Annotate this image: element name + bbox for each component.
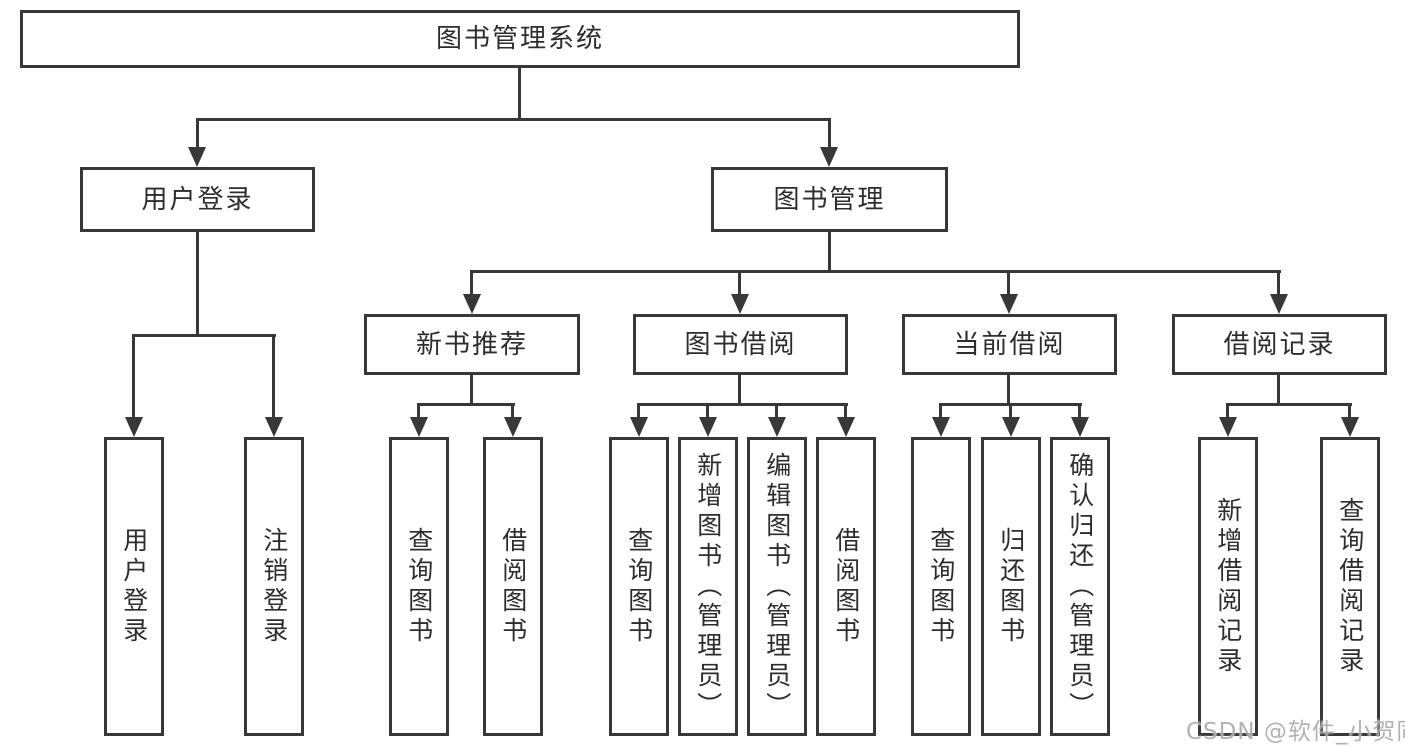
leaf-label: 归还图书 bbox=[996, 526, 1026, 647]
connector-userlogin-span bbox=[132, 334, 276, 337]
connector-stem bbox=[132, 334, 135, 421]
connector-stem bbox=[196, 118, 199, 151]
connector-stem bbox=[1007, 270, 1010, 298]
node-current-borrow: 当前借阅 bbox=[902, 314, 1117, 375]
arrowhead-icon bbox=[1270, 294, 1288, 314]
leaf-label: 查询借阅记录 bbox=[1335, 496, 1365, 677]
leaf-records-add-borrow-record: 新增借阅记录 bbox=[1198, 437, 1258, 736]
leaf-borrow-edit-books-admin: 编辑图书（管理员） bbox=[747, 437, 807, 736]
leaf-borrow-add-books-admin: 新增图书（管理员） bbox=[678, 437, 738, 736]
connector-stem bbox=[470, 270, 473, 298]
node-label: 用户登录 bbox=[141, 184, 254, 215]
arrowhead-icon bbox=[768, 417, 786, 437]
node-label: 图书管理 bbox=[773, 184, 886, 215]
leaf-label: 确认归还（管理员） bbox=[1065, 451, 1095, 722]
leaf-label: 注销登录 bbox=[259, 526, 289, 647]
node-label: 新书推荐 bbox=[415, 329, 528, 360]
leaf-label: 查询图书 bbox=[624, 526, 654, 647]
connector-stem bbox=[637, 403, 640, 421]
node-label: 图书借阅 bbox=[684, 329, 797, 360]
leaf-label: 查询图书 bbox=[404, 526, 434, 647]
leaf-label: 编辑图书（管理员） bbox=[762, 451, 792, 722]
node-user-login: 用户登录 bbox=[80, 167, 315, 232]
connector-bookborrow-drop bbox=[738, 375, 741, 406]
node-book-management: 图书管理 bbox=[711, 167, 948, 232]
leaf-borrow-query-books: 查询图书 bbox=[609, 437, 669, 736]
leaf-current-query-books: 查询图书 bbox=[911, 437, 971, 736]
arrowhead-icon bbox=[820, 147, 838, 167]
leaf-borrow-borrow-books: 借阅图书 bbox=[816, 437, 876, 736]
connector-root-span bbox=[196, 118, 831, 121]
leaf-label: 新增借阅记录 bbox=[1213, 496, 1243, 677]
leaf-user-login: 用户登录 bbox=[104, 437, 164, 736]
connector-root-drop bbox=[518, 68, 521, 120]
node-root: 图书管理系统 bbox=[20, 10, 1020, 68]
node-new-book-recommend: 新书推荐 bbox=[364, 314, 580, 375]
arrowhead-icon bbox=[504, 417, 522, 437]
arrowhead-icon bbox=[1000, 294, 1018, 314]
arrowhead-icon bbox=[1071, 417, 1089, 437]
leaf-records-query-borrow-record: 查询借阅记录 bbox=[1320, 437, 1380, 736]
node-borrow-records: 借阅记录 bbox=[1172, 314, 1387, 375]
arrowhead-icon bbox=[630, 417, 648, 437]
connector-bookmgmt-span bbox=[470, 270, 1281, 273]
connector-stem bbox=[272, 334, 275, 421]
connector-bookborrow-span bbox=[637, 403, 848, 406]
arrowhead-icon bbox=[837, 417, 855, 437]
connector-stem bbox=[1277, 270, 1280, 298]
leaf-label: 借阅图书 bbox=[498, 526, 528, 647]
leaf-newbook-borrow-books: 借阅图书 bbox=[483, 437, 543, 736]
arrowhead-icon bbox=[188, 147, 206, 167]
arrowhead-icon bbox=[125, 417, 143, 437]
connector-records-drop bbox=[1277, 375, 1280, 406]
leaf-newbook-query-books: 查询图书 bbox=[389, 437, 449, 736]
arrowhead-icon bbox=[1219, 417, 1237, 437]
connector-stem bbox=[1226, 403, 1229, 421]
connector-stem bbox=[1009, 403, 1012, 421]
arrowhead-icon bbox=[1002, 417, 1020, 437]
connector-stem bbox=[1348, 403, 1351, 421]
connector-stem bbox=[738, 270, 741, 298]
connector-bookmgmt-drop bbox=[828, 232, 831, 273]
arrowhead-icon bbox=[699, 417, 717, 437]
node-label: 图书管理系统 bbox=[435, 24, 604, 54]
connector-stem bbox=[511, 403, 514, 421]
leaf-label: 用户登录 bbox=[119, 526, 149, 647]
node-label: 借阅记录 bbox=[1223, 329, 1336, 360]
leaf-current-confirm-return-admin: 确认归还（管理员） bbox=[1050, 437, 1110, 736]
connector-records-span bbox=[1226, 403, 1352, 406]
arrowhead-icon bbox=[265, 417, 283, 437]
connector-currentborrow-drop bbox=[1007, 375, 1010, 406]
arrowhead-icon bbox=[1341, 417, 1359, 437]
connector-stem bbox=[706, 403, 709, 421]
connector-userlogin-drop bbox=[196, 232, 199, 337]
arrowhead-icon bbox=[463, 294, 481, 314]
connector-stem bbox=[1078, 403, 1081, 421]
leaf-current-return-books: 归还图书 bbox=[981, 437, 1041, 736]
leaf-label: 查询图书 bbox=[926, 526, 956, 647]
arrowhead-icon bbox=[731, 294, 749, 314]
arrowhead-icon bbox=[410, 417, 428, 437]
connector-stem bbox=[828, 118, 831, 151]
arrowhead-icon bbox=[932, 417, 950, 437]
watermark: CSDN @软件_小贺同学 bbox=[1186, 719, 1405, 745]
leaf-label: 借阅图书 bbox=[831, 526, 861, 647]
connector-newbook-drop bbox=[470, 375, 473, 406]
connector-newbook-span bbox=[417, 403, 515, 406]
leaf-label: 新增图书（管理员） bbox=[693, 451, 723, 722]
leaf-logout-login: 注销登录 bbox=[244, 437, 304, 736]
connector-stem bbox=[844, 403, 847, 421]
node-label: 当前借阅 bbox=[953, 329, 1066, 360]
node-book-borrow: 图书借阅 bbox=[633, 314, 848, 375]
connector-stem bbox=[939, 403, 942, 421]
connector-stem bbox=[775, 403, 778, 421]
connector-stem bbox=[417, 403, 420, 421]
